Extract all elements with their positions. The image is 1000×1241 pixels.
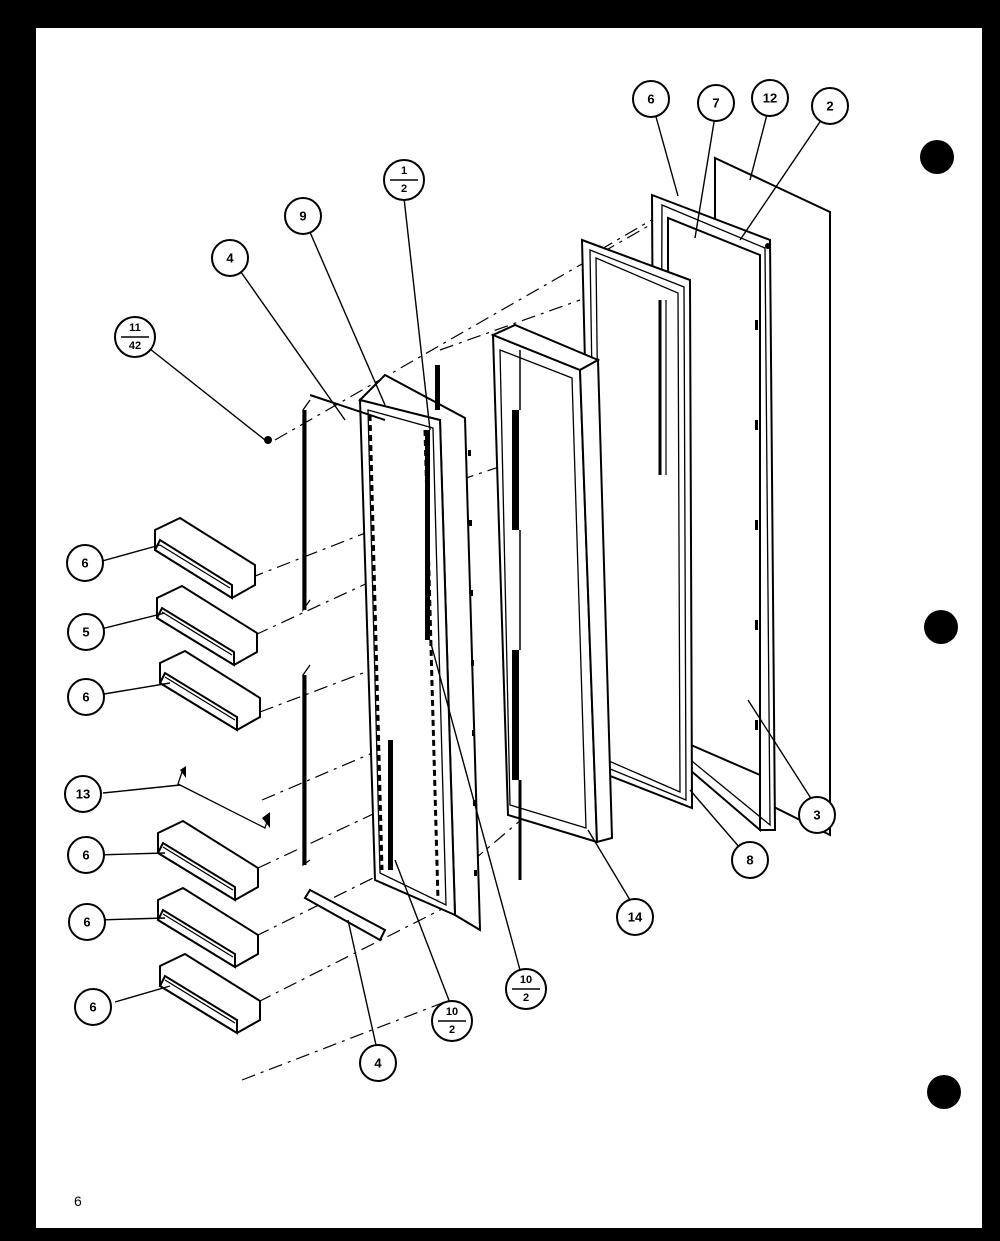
callout-8: 8 bbox=[731, 841, 769, 879]
callout-5: 5 bbox=[67, 613, 105, 651]
callout-14: 14 bbox=[616, 898, 654, 936]
callout-9: 9 bbox=[284, 197, 322, 235]
shelf-bin-6 bbox=[158, 952, 261, 1035]
fraction-top: 10 bbox=[520, 974, 532, 986]
callout-6-c: 6 bbox=[67, 836, 105, 874]
binder-hole-middle bbox=[924, 610, 958, 644]
callout-label: 6 bbox=[89, 1000, 96, 1015]
callout-6-top: 6 bbox=[632, 80, 670, 118]
callout-label: 6 bbox=[82, 848, 89, 863]
binder-hole-top bbox=[920, 140, 954, 174]
inner-door-9 bbox=[358, 365, 482, 932]
screw-11-42 bbox=[264, 436, 272, 444]
fraction-callout-11-42: 11 42 bbox=[114, 316, 156, 358]
fraction-callout-1-2: 1 2 bbox=[383, 159, 425, 201]
callout-4-top: 4 bbox=[211, 239, 249, 277]
callout-13: 13 bbox=[64, 775, 102, 813]
shelf-bin-5 bbox=[156, 886, 259, 969]
callout-label: 3 bbox=[813, 808, 820, 823]
binder-hole-bottom bbox=[927, 1075, 961, 1109]
page-number: 6 bbox=[74, 1193, 82, 1209]
fraction-bottom: 42 bbox=[129, 340, 141, 352]
callout-6-d: 6 bbox=[68, 903, 106, 941]
callout-4-bottom: 4 bbox=[359, 1044, 397, 1082]
fraction-top: 10 bbox=[446, 1006, 458, 1018]
callout-label: 4 bbox=[226, 251, 234, 266]
fraction-top: 1 bbox=[401, 165, 407, 177]
callout-label: 7 bbox=[712, 96, 719, 111]
fraction-callout-10-2-a: 10 2 bbox=[431, 1000, 473, 1042]
fraction-bottom: 2 bbox=[523, 992, 529, 1004]
door-liner-14 bbox=[490, 323, 614, 880]
callout-label: 5 bbox=[82, 625, 89, 640]
callout-6-a: 6 bbox=[66, 544, 104, 582]
shelf-bin-4 bbox=[156, 819, 259, 902]
fraction-top: 11 bbox=[129, 322, 141, 334]
wire-shelf-13 bbox=[177, 766, 270, 829]
callout-12: 12 bbox=[751, 79, 789, 117]
callout-6-b: 6 bbox=[67, 678, 105, 716]
callout-label: 9 bbox=[299, 209, 306, 224]
callout-label: 8 bbox=[746, 853, 753, 868]
callout-3: 3 bbox=[798, 796, 836, 834]
callout-label: 2 bbox=[826, 99, 833, 114]
callout-7: 7 bbox=[697, 84, 735, 122]
shelf-bin-1 bbox=[153, 516, 256, 600]
callout-label: 14 bbox=[628, 910, 643, 925]
callout-6-e: 6 bbox=[74, 988, 112, 1026]
leader-lines bbox=[94, 102, 829, 1046]
callout-label: 6 bbox=[82, 690, 89, 705]
callout-2: 2 bbox=[811, 87, 849, 125]
shelf-bin-2 bbox=[155, 584, 258, 667]
fraction-bottom: 2 bbox=[401, 183, 407, 195]
fraction-bottom: 2 bbox=[449, 1024, 455, 1036]
callout-label: 6 bbox=[647, 92, 654, 107]
callout-label: 13 bbox=[76, 787, 90, 802]
callout-label: 6 bbox=[83, 915, 90, 930]
callout-label: 4 bbox=[374, 1056, 382, 1071]
rail-4-lower bbox=[302, 664, 387, 942]
callout-label: 12 bbox=[763, 91, 777, 106]
rail-4-upper bbox=[302, 394, 386, 613]
fraction-callout-10-2-b: 10 2 bbox=[505, 968, 547, 1010]
shelf-bin-3 bbox=[158, 649, 261, 732]
callout-label: 6 bbox=[81, 556, 88, 571]
